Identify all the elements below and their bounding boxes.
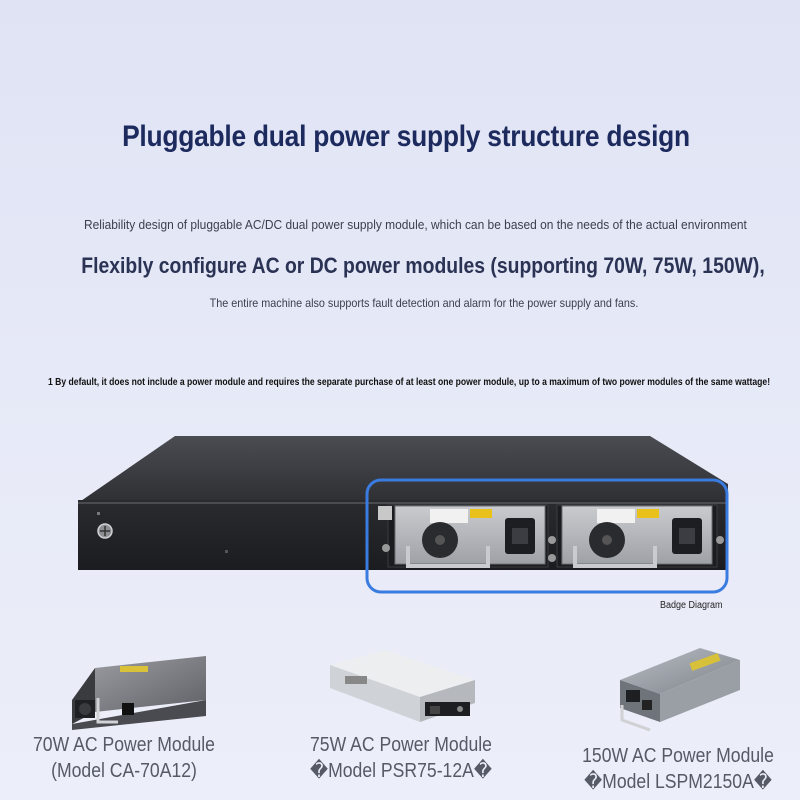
module-label-70w: 70W AC Power Module (Model CA-70A12) [15, 732, 233, 784]
module-label-75w: 75W AC Power Module �Model PSR75-12A� [287, 732, 514, 784]
module-name: 70W AC Power Module [33, 734, 215, 756]
module-image-150w [620, 648, 740, 732]
handle-2 [573, 546, 657, 568]
handle-1 [406, 546, 490, 568]
module-model: �Model LSPM2150A� [584, 771, 772, 793]
module-model: (Model CA-70A12) [51, 760, 197, 782]
description-line-2: Flexibly configure AC or DC power module… [81, 253, 765, 278]
module-label-150w: 150W AC Power Module �Model LSPM2150A� [564, 743, 793, 795]
module-image-70w [72, 656, 206, 730]
warning-label-2 [637, 509, 659, 518]
module-name: 75W AC Power Module [310, 734, 492, 756]
page-title: Pluggable dual power supply structure de… [122, 120, 690, 153]
purchase-note: 1 By default, it does not include a powe… [48, 377, 771, 388]
module-image-75w [330, 650, 475, 722]
module-name: 150W AC Power Module [582, 745, 774, 767]
description-line-1: Reliability design of pluggable AC/DC du… [84, 217, 747, 232]
badge-diagram-caption: Badge Diagram [660, 600, 723, 611]
module-model: �Model PSR75-12A� [310, 760, 492, 782]
ground-screw-icon [97, 523, 113, 539]
power-module-slot-2 [556, 504, 724, 568]
power-module-highlight [365, 478, 729, 594]
chassis-top [78, 436, 728, 503]
power-module-slot-1 [378, 504, 556, 568]
warning-label-1 [470, 509, 492, 518]
description-line-3: The entire machine also supports fault d… [209, 296, 639, 310]
